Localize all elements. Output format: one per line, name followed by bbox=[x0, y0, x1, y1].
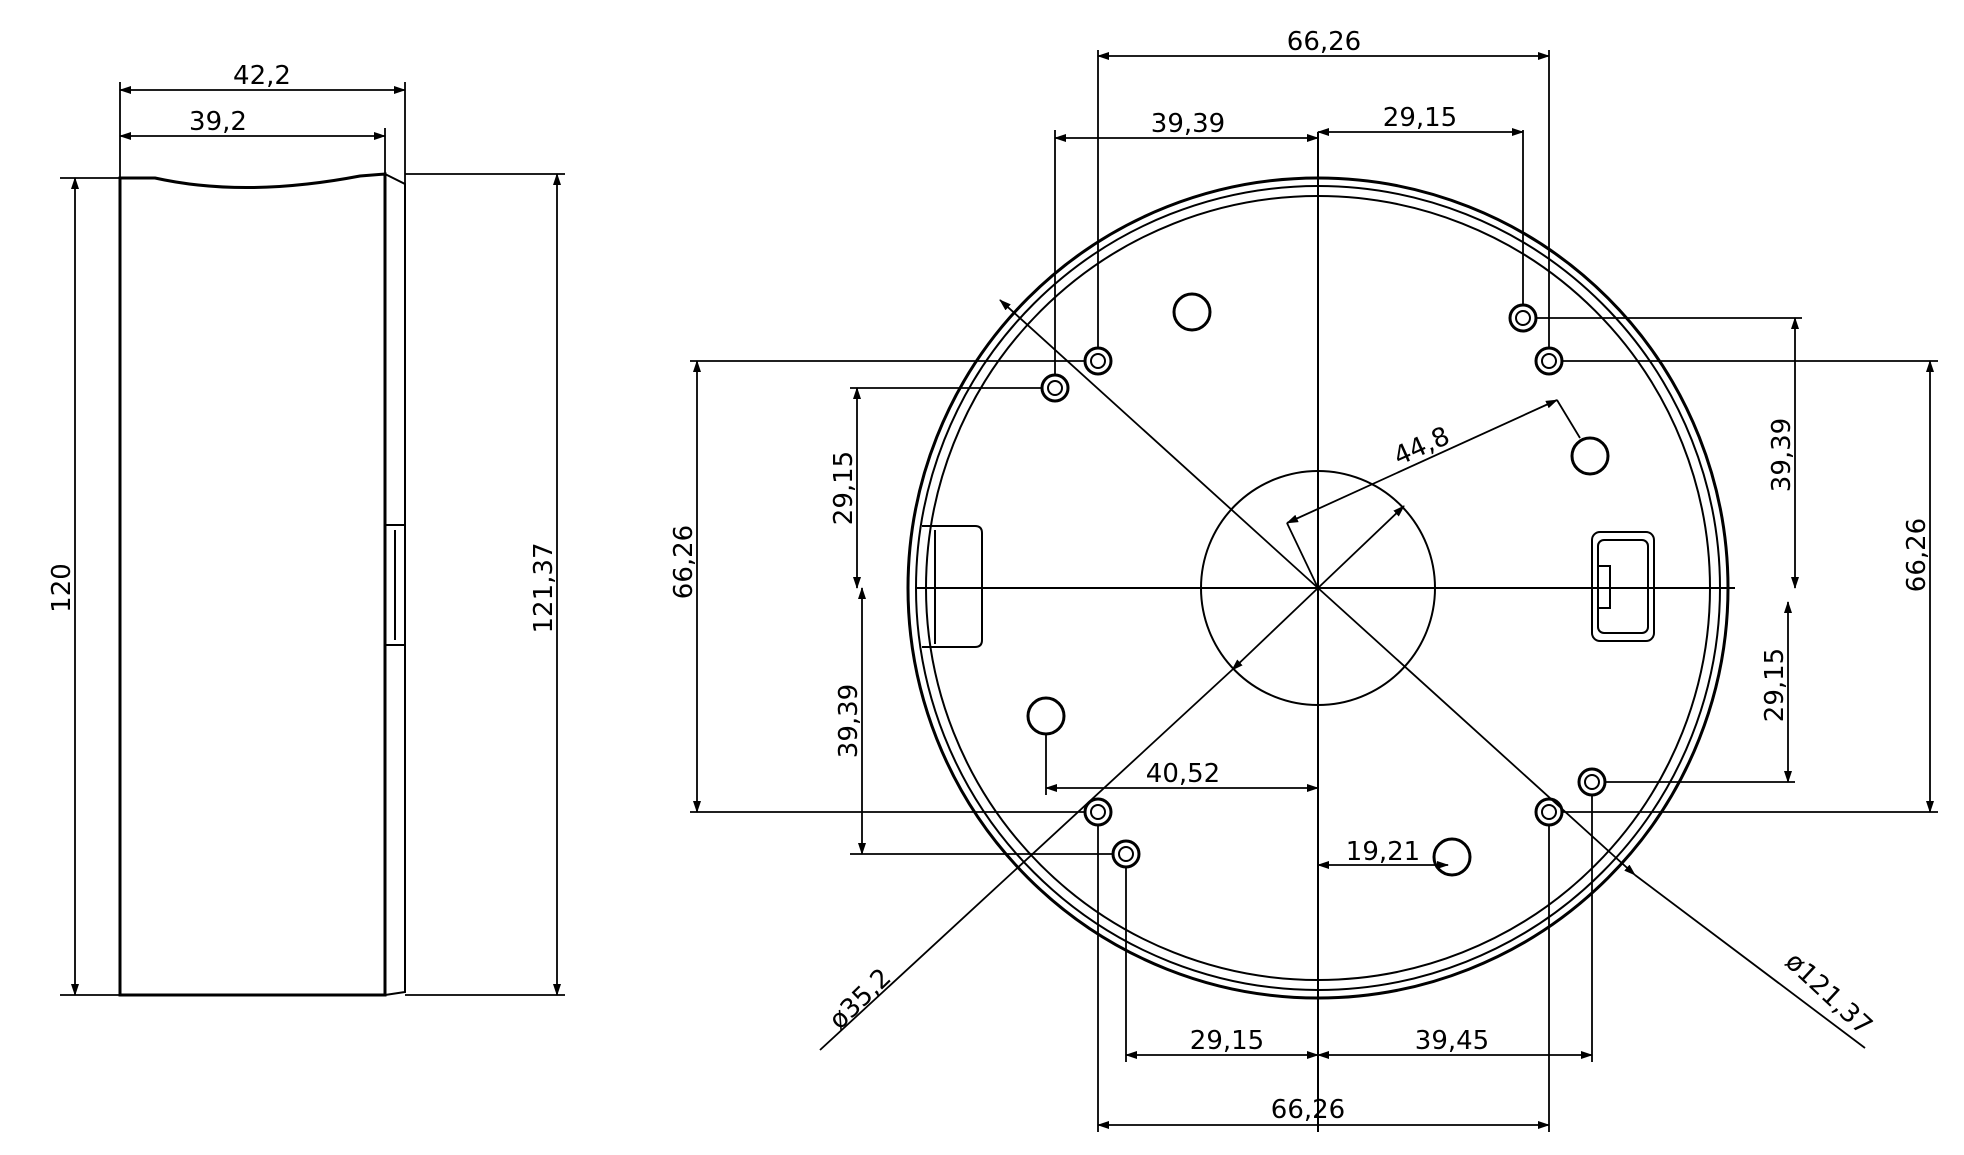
small-hole-1 bbox=[1083, 346, 1113, 376]
dim-top-overall-text: 66,26 bbox=[1287, 27, 1361, 57]
radius-ext-2 bbox=[1556, 399, 1581, 439]
dim-bottom-right-text: 39,45 bbox=[1415, 1026, 1489, 1056]
small-hole-4 bbox=[1534, 346, 1564, 376]
small-hole-2 bbox=[1040, 373, 1070, 403]
dim-right-lower-text: 29,15 bbox=[1760, 648, 1790, 722]
side-view: 42,2 39,2 120 121,37 bbox=[47, 61, 565, 997]
radius-line bbox=[1286, 399, 1558, 524]
center-diameter-leader-top bbox=[1317, 505, 1405, 589]
dim-overall-width-text: 42,2 bbox=[233, 61, 291, 91]
right-slot-inner bbox=[1597, 539, 1649, 634]
dim-overall-height-text: 121,37 bbox=[529, 543, 559, 634]
dim-right-upper-text: 39,39 bbox=[1767, 418, 1797, 492]
dim-body-width-text: 39,2 bbox=[189, 107, 247, 137]
side-tab bbox=[384, 524, 406, 646]
dim-left-lower-text: 39,39 bbox=[834, 684, 864, 758]
small-hole-7-inner bbox=[1541, 804, 1557, 820]
dim-left-overall-text: 66,26 bbox=[669, 525, 699, 599]
outer-diameter-leader-ext bbox=[1634, 874, 1866, 1049]
outer-diameter-leader-top bbox=[999, 299, 1319, 589]
radius-ext-1 bbox=[1286, 522, 1319, 589]
top-view: ø121,37 ø35,2 44,8 66,26 39,39 29,15 66,… bbox=[669, 27, 1938, 1132]
side-body-outline bbox=[118, 172, 387, 997]
small-hole-6 bbox=[1111, 839, 1141, 869]
dim-height-text: 120 bbox=[47, 563, 77, 613]
left-slot bbox=[922, 525, 983, 648]
center-diameter-text: ø35,2 bbox=[823, 963, 897, 1036]
dim-top-left-text: 39,39 bbox=[1151, 109, 1225, 139]
right-slot-outer bbox=[1591, 531, 1655, 642]
small-hole-3 bbox=[1508, 303, 1538, 333]
small-hole-2-inner bbox=[1047, 380, 1063, 396]
center-diameter-leader bbox=[1231, 587, 1319, 671]
dim-hole-offset-y-text: 19,21 bbox=[1346, 837, 1420, 867]
dim-bottom-overall-text: 66,26 bbox=[1271, 1095, 1345, 1125]
large-hole-bottom bbox=[1432, 837, 1472, 877]
small-hole-4-inner bbox=[1541, 353, 1557, 369]
small-hole-8-inner bbox=[1584, 774, 1600, 790]
dim-bottom-left-text: 29,15 bbox=[1190, 1026, 1264, 1056]
small-hole-7 bbox=[1534, 797, 1564, 827]
dim-top-right-text: 29,15 bbox=[1383, 103, 1457, 133]
dim-right-overall-text: 66,26 bbox=[1902, 518, 1932, 592]
dim-left-upper-text: 29,15 bbox=[829, 451, 859, 525]
center-diameter-leader-ext bbox=[819, 669, 1233, 1051]
large-hole-left bbox=[1026, 696, 1066, 736]
small-hole-6-inner bbox=[1118, 846, 1134, 862]
outer-diameter-leader bbox=[1317, 587, 1636, 876]
dim-hole-offset-x-text: 40,52 bbox=[1146, 759, 1220, 789]
small-hole-3-inner bbox=[1515, 310, 1531, 326]
large-hole-right bbox=[1570, 436, 1610, 476]
small-hole-5-inner bbox=[1090, 804, 1106, 820]
right-slot-notch bbox=[1597, 565, 1611, 609]
small-hole-1-inner bbox=[1090, 353, 1106, 369]
small-holes bbox=[1040, 303, 1607, 869]
radius-text: 44,8 bbox=[1389, 421, 1454, 472]
small-hole-8 bbox=[1577, 767, 1607, 797]
large-hole-top bbox=[1172, 292, 1212, 332]
